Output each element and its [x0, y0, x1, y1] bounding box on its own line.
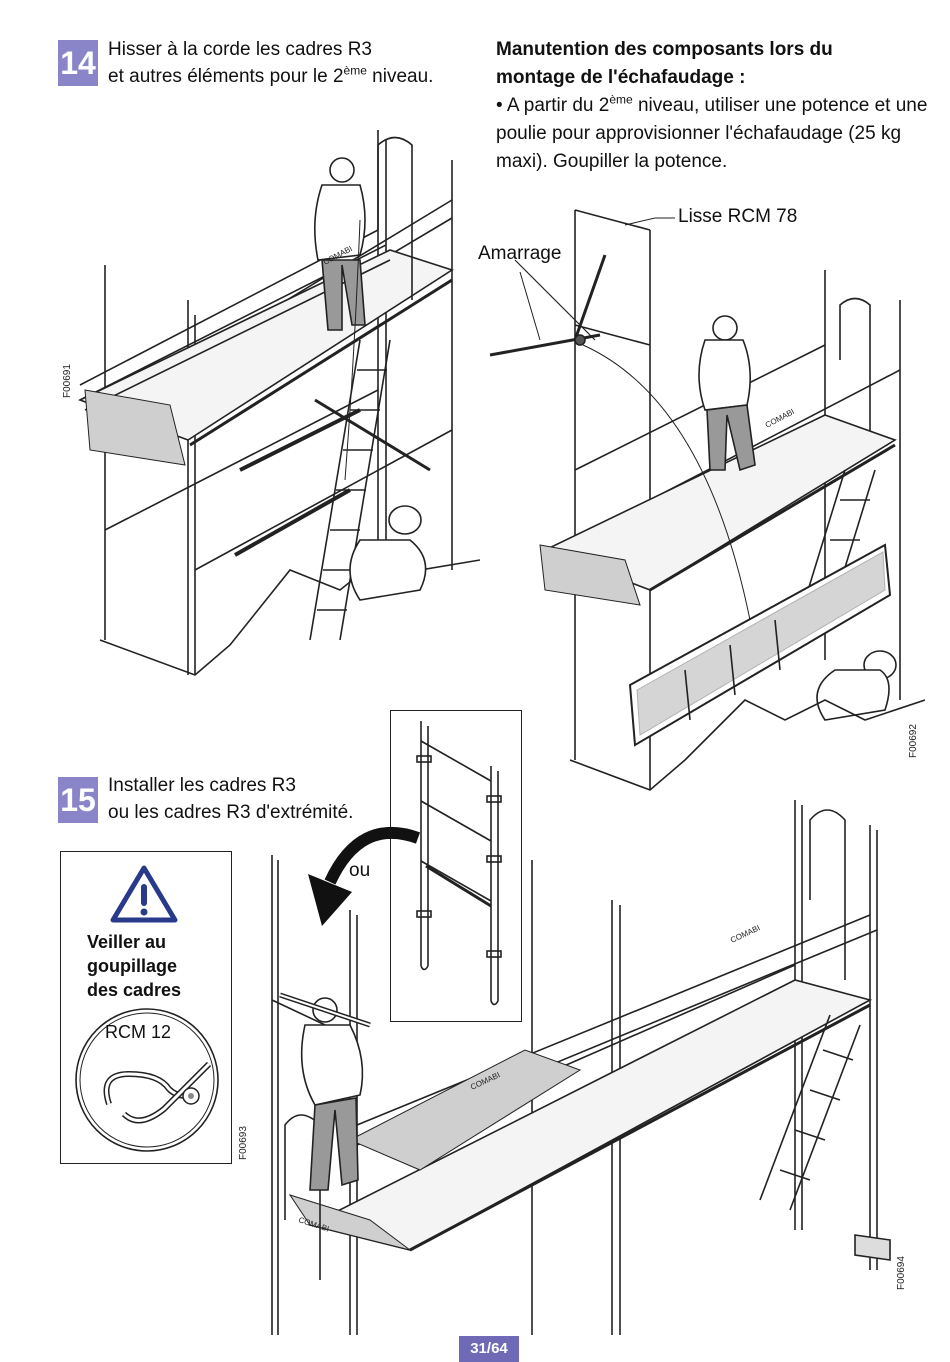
end-frame-illustration — [416, 721, 502, 1006]
rcm12-label: RCM 12 — [105, 1022, 172, 1042]
step-15-line2: ou les cadres R3 d'extrémité. — [108, 802, 354, 823]
step-15-badge: 15 — [58, 777, 98, 823]
step-15-line1: Installer les cadres R3 — [108, 775, 296, 796]
gallows-pulley-illustration: COMABI — [489, 209, 925, 791]
curved-arrow-icon — [308, 826, 421, 926]
step-14-line2: et autres éléments pour le 2ème niveau. — [108, 63, 434, 87]
step-14-instruction: Hisser à la corde les cadres R3 et autre… — [108, 36, 433, 90]
figure-ref-f00692: F00692 — [908, 724, 919, 758]
figure-ref-f00693: F00693 — [238, 1126, 249, 1160]
pin-rcm12-illustration — [75, 1008, 219, 1152]
handling-title: Manutention des composants lors du monta… — [496, 39, 833, 88]
label-amarrage: Amarrage — [478, 243, 562, 264]
warning-text: Veiller au goupillage des cadres — [87, 932, 182, 1000]
step-14-line1: Hisser à la corde les cadres R3 — [108, 39, 372, 60]
warning-triangle-icon — [110, 865, 178, 923]
page-number: 31/64 — [459, 1336, 519, 1362]
figure-ref-f00694: F00694 — [896, 1256, 907, 1290]
label-ou: ou — [349, 860, 371, 881]
step-15-instruction: Installer les cadres R3 ou les cadres R3… — [108, 772, 353, 826]
step-14-badge: 14 — [58, 40, 98, 86]
step-14-number: 14 — [60, 45, 96, 81]
end-frame-detail — [390, 710, 522, 1022]
warning-panel: Veiller au goupillage des cadres RCM 12 — [60, 851, 232, 1164]
scaffold-hoisting-illustration: COMABI — [77, 130, 480, 676]
step-15-number: 15 — [60, 782, 96, 818]
frame-installation-illustration: COMABI COMABI COMABI — [271, 800, 891, 1335]
figure-ref-f00691: F00691 — [62, 364, 73, 398]
handling-body: • A partir du 2ème niveau, utiliser une … — [496, 92, 928, 172]
label-lisse-rcm78: Lisse RCM 78 — [678, 206, 798, 227]
comabi-brand-label-3: COMABI — [729, 923, 761, 944]
